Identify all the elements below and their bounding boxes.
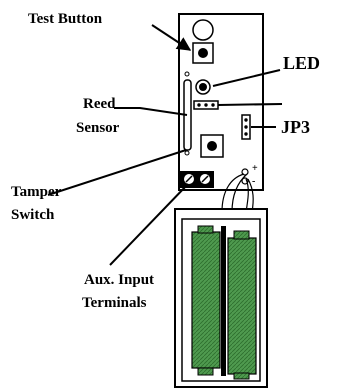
aux-leader bbox=[109, 183, 189, 266]
jumper-horizontal bbox=[193, 100, 219, 110]
label-reed-line1: Reed bbox=[83, 96, 116, 112]
label-aux-line2: Terminals bbox=[82, 295, 147, 311]
label-led: LED bbox=[283, 53, 320, 73]
label-test-button: Test Button bbox=[28, 11, 103, 27]
label-aux-line1: Aux. Input bbox=[84, 272, 154, 288]
aux-input-terminal-block bbox=[180, 171, 214, 188]
jp3-jumper bbox=[241, 114, 251, 140]
test-button-component bbox=[192, 42, 214, 64]
battery-right bbox=[227, 230, 257, 380]
tamper-switch-component bbox=[200, 134, 224, 158]
battery-divider bbox=[221, 226, 226, 376]
label-tamper-line1: Tamper bbox=[11, 184, 62, 200]
label-jp3: JP3 bbox=[281, 117, 310, 137]
tamper-leader bbox=[47, 149, 187, 196]
top-hole bbox=[192, 19, 214, 41]
test-button-leader bbox=[151, 24, 192, 51]
polarity-minus: - bbox=[252, 176, 255, 187]
label-tamper-line2: Switch bbox=[11, 207, 55, 223]
reed-leader bbox=[114, 107, 188, 116]
battery-left bbox=[191, 225, 221, 376]
led-leader bbox=[212, 69, 281, 87]
label-reed-line2: Sensor bbox=[76, 120, 120, 136]
led-component bbox=[195, 79, 211, 95]
reed-sensor-component bbox=[183, 71, 192, 156]
polarity-plus: + bbox=[252, 163, 258, 174]
jumper-leader bbox=[217, 103, 283, 106]
